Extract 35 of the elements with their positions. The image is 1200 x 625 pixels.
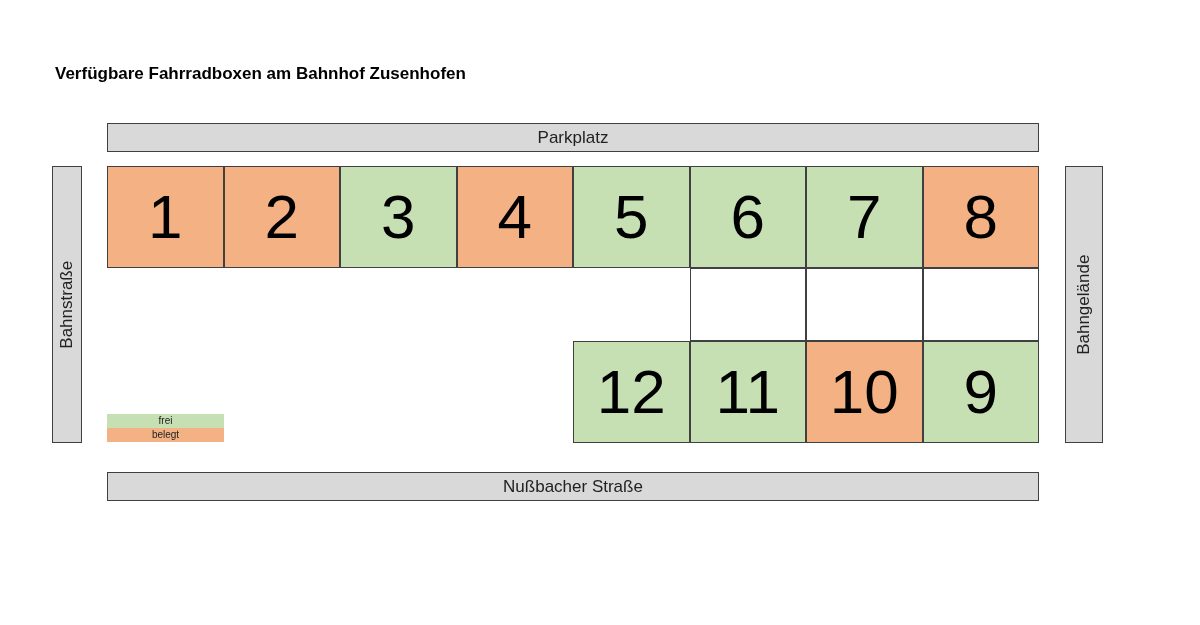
bike-box xyxy=(107,166,224,268)
box-number: 3 xyxy=(381,186,416,248)
street-label: Nußbacher Straße xyxy=(503,475,643,498)
street-band xyxy=(107,472,1039,501)
legend-label: belegt xyxy=(151,430,180,440)
street-label: Bahngelände xyxy=(1073,254,1095,355)
street-band xyxy=(1065,166,1103,443)
box-number: 2 xyxy=(264,186,299,248)
box-number: 7 xyxy=(847,186,882,248)
street-band xyxy=(52,166,82,443)
box-number: 5 xyxy=(614,186,649,248)
box-number: 12 xyxy=(596,361,666,423)
bike-box xyxy=(689,341,806,443)
diagram-title: Verfügbare Fahrradboxen am Bahnhof Zusenhofen xyxy=(55,63,466,85)
bike-box xyxy=(806,341,923,443)
bike-box xyxy=(806,166,923,268)
box-number: 1 xyxy=(148,186,183,248)
bike-box xyxy=(573,166,690,268)
box-number: 11 xyxy=(715,361,780,423)
box-number: 4 xyxy=(497,186,532,248)
street-label: Parkplatz xyxy=(537,126,609,149)
bike-box xyxy=(340,166,457,268)
box-number: 8 xyxy=(963,186,998,248)
legend-label: frei xyxy=(158,416,173,426)
box-number: 6 xyxy=(730,186,765,248)
bike-box xyxy=(922,341,1039,443)
bike-box xyxy=(922,166,1039,268)
box-number: 9 xyxy=(963,361,998,423)
street-label: Bahnstraße xyxy=(56,260,78,349)
bike-box xyxy=(456,166,573,268)
bike-box xyxy=(689,166,806,268)
bike-box xyxy=(223,166,340,268)
bike-box xyxy=(573,341,690,443)
box-number: 10 xyxy=(829,361,899,423)
street-band xyxy=(107,123,1039,152)
